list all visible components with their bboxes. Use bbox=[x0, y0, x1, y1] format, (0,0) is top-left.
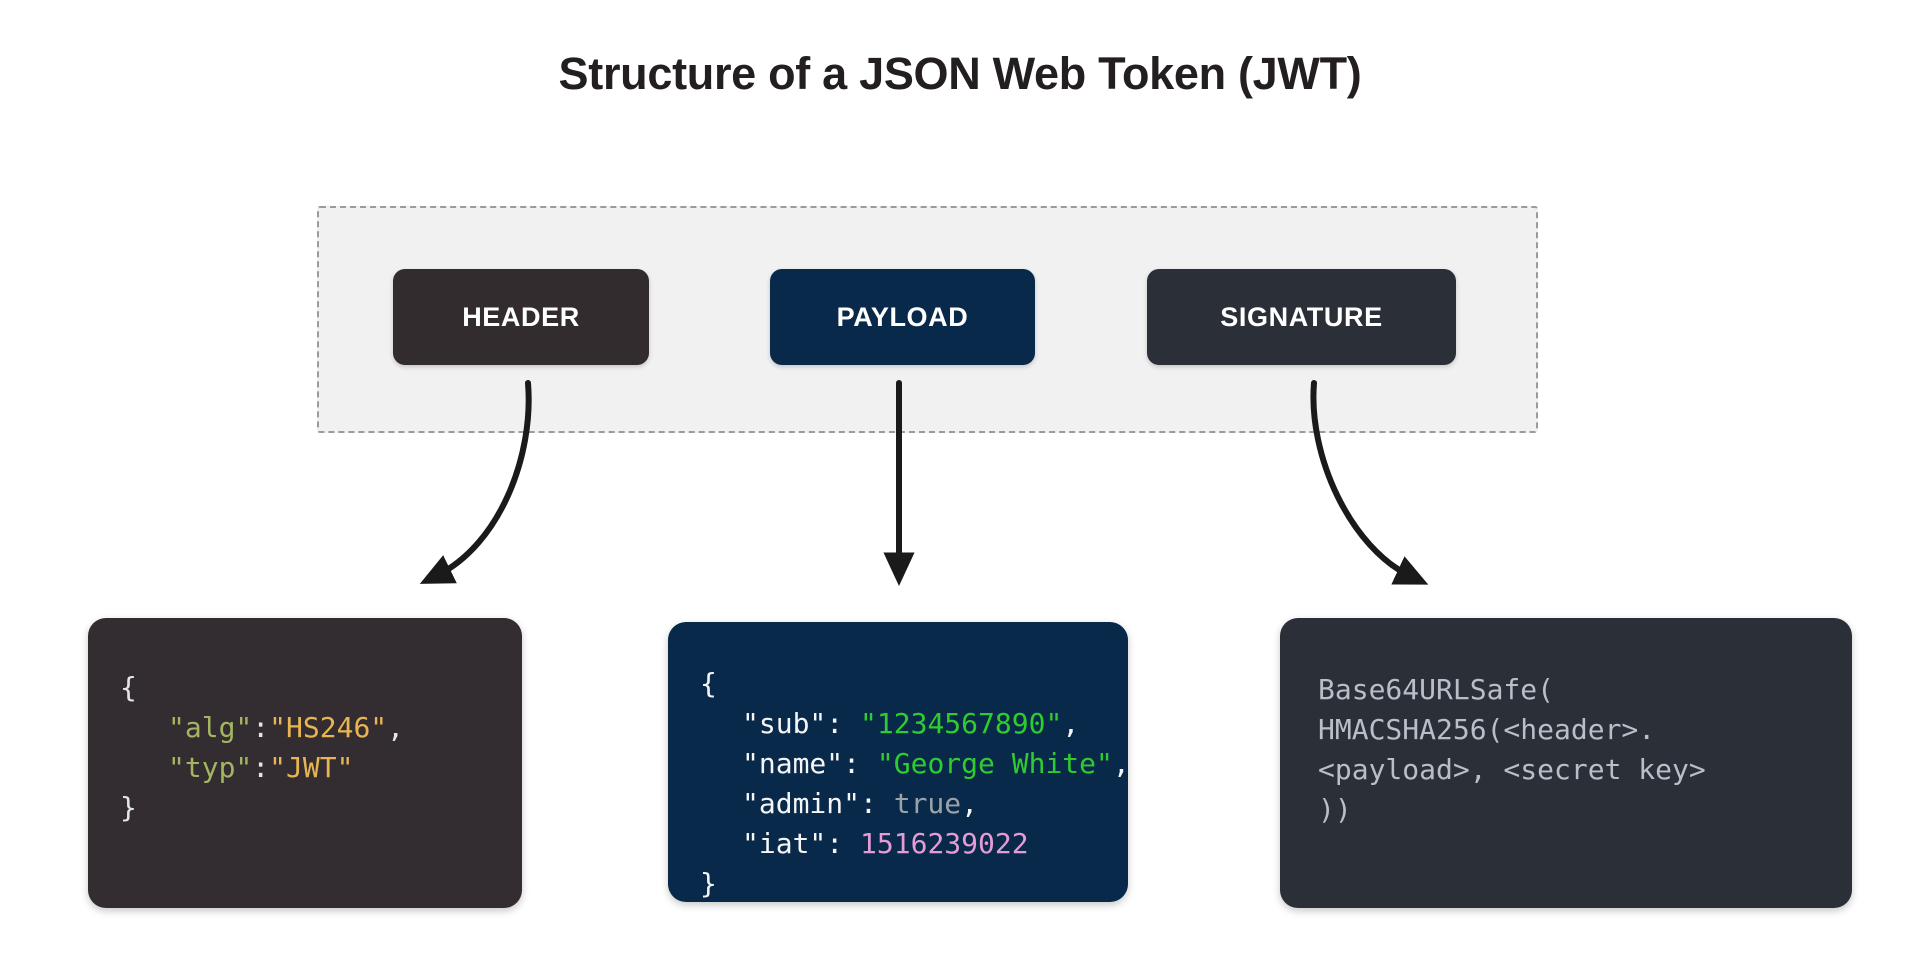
signature-code-block: Base64URLSafe( HMACSHA256(<header>. <pay… bbox=[1280, 618, 1852, 908]
page-title: Structure of a JSON Web Token (JWT) bbox=[558, 48, 1362, 99]
header-value-typ: "JWT" bbox=[269, 751, 354, 784]
header-open-brace: { bbox=[120, 671, 137, 704]
header-colon-typ: : bbox=[252, 751, 270, 784]
payload-comma-sub: , bbox=[1062, 707, 1080, 740]
header-value-alg: "HS246" bbox=[269, 711, 388, 744]
token-part-header[interactable]: HEADER bbox=[393, 269, 649, 365]
payload-close-brace: } bbox=[700, 867, 717, 900]
payload-code-block: { "sub": "1234567890", "name": "George W… bbox=[668, 622, 1128, 902]
payload-key-sub: "sub": bbox=[742, 707, 844, 740]
header-key-alg: "alg" bbox=[168, 711, 253, 744]
token-part-payload-label: PAYLOAD bbox=[836, 301, 969, 332]
token-part-header-label: HEADER bbox=[462, 301, 580, 332]
payload-value-iat: 1516239022 bbox=[860, 827, 1029, 860]
header-key-typ: "typ" bbox=[168, 751, 253, 784]
signature-line-1: Base64URLSafe( bbox=[1318, 673, 1555, 706]
payload-key-iat: "iat": bbox=[742, 827, 844, 860]
payload-comma-admin: , bbox=[961, 787, 979, 820]
token-part-signature[interactable]: SIGNATURE bbox=[1147, 269, 1456, 365]
payload-key-name: "name": bbox=[742, 747, 861, 780]
payload-value-sub: "1234567890" bbox=[860, 707, 1063, 740]
token-part-signature-label: SIGNATURE bbox=[1220, 301, 1383, 332]
payload-comma-name: , bbox=[1113, 747, 1128, 780]
header-comma-alg: , bbox=[387, 711, 405, 744]
payload-value-name: "George White" bbox=[876, 747, 1113, 780]
payload-value-admin: true bbox=[893, 787, 962, 820]
signature-line-2: HMACSHA256(<header>. bbox=[1318, 713, 1656, 746]
signature-line-3: <payload>, <secret key> bbox=[1318, 753, 1706, 786]
signature-line-4: )) bbox=[1318, 793, 1352, 826]
payload-open-brace: { bbox=[700, 667, 717, 700]
payload-key-admin: "admin": bbox=[742, 787, 877, 820]
token-part-payload[interactable]: PAYLOAD bbox=[770, 269, 1035, 365]
header-colon-alg: : bbox=[252, 711, 270, 744]
header-code-block: { "alg":"HS246", "typ":"JWT" } bbox=[88, 618, 522, 908]
header-close-brace: } bbox=[120, 791, 137, 824]
